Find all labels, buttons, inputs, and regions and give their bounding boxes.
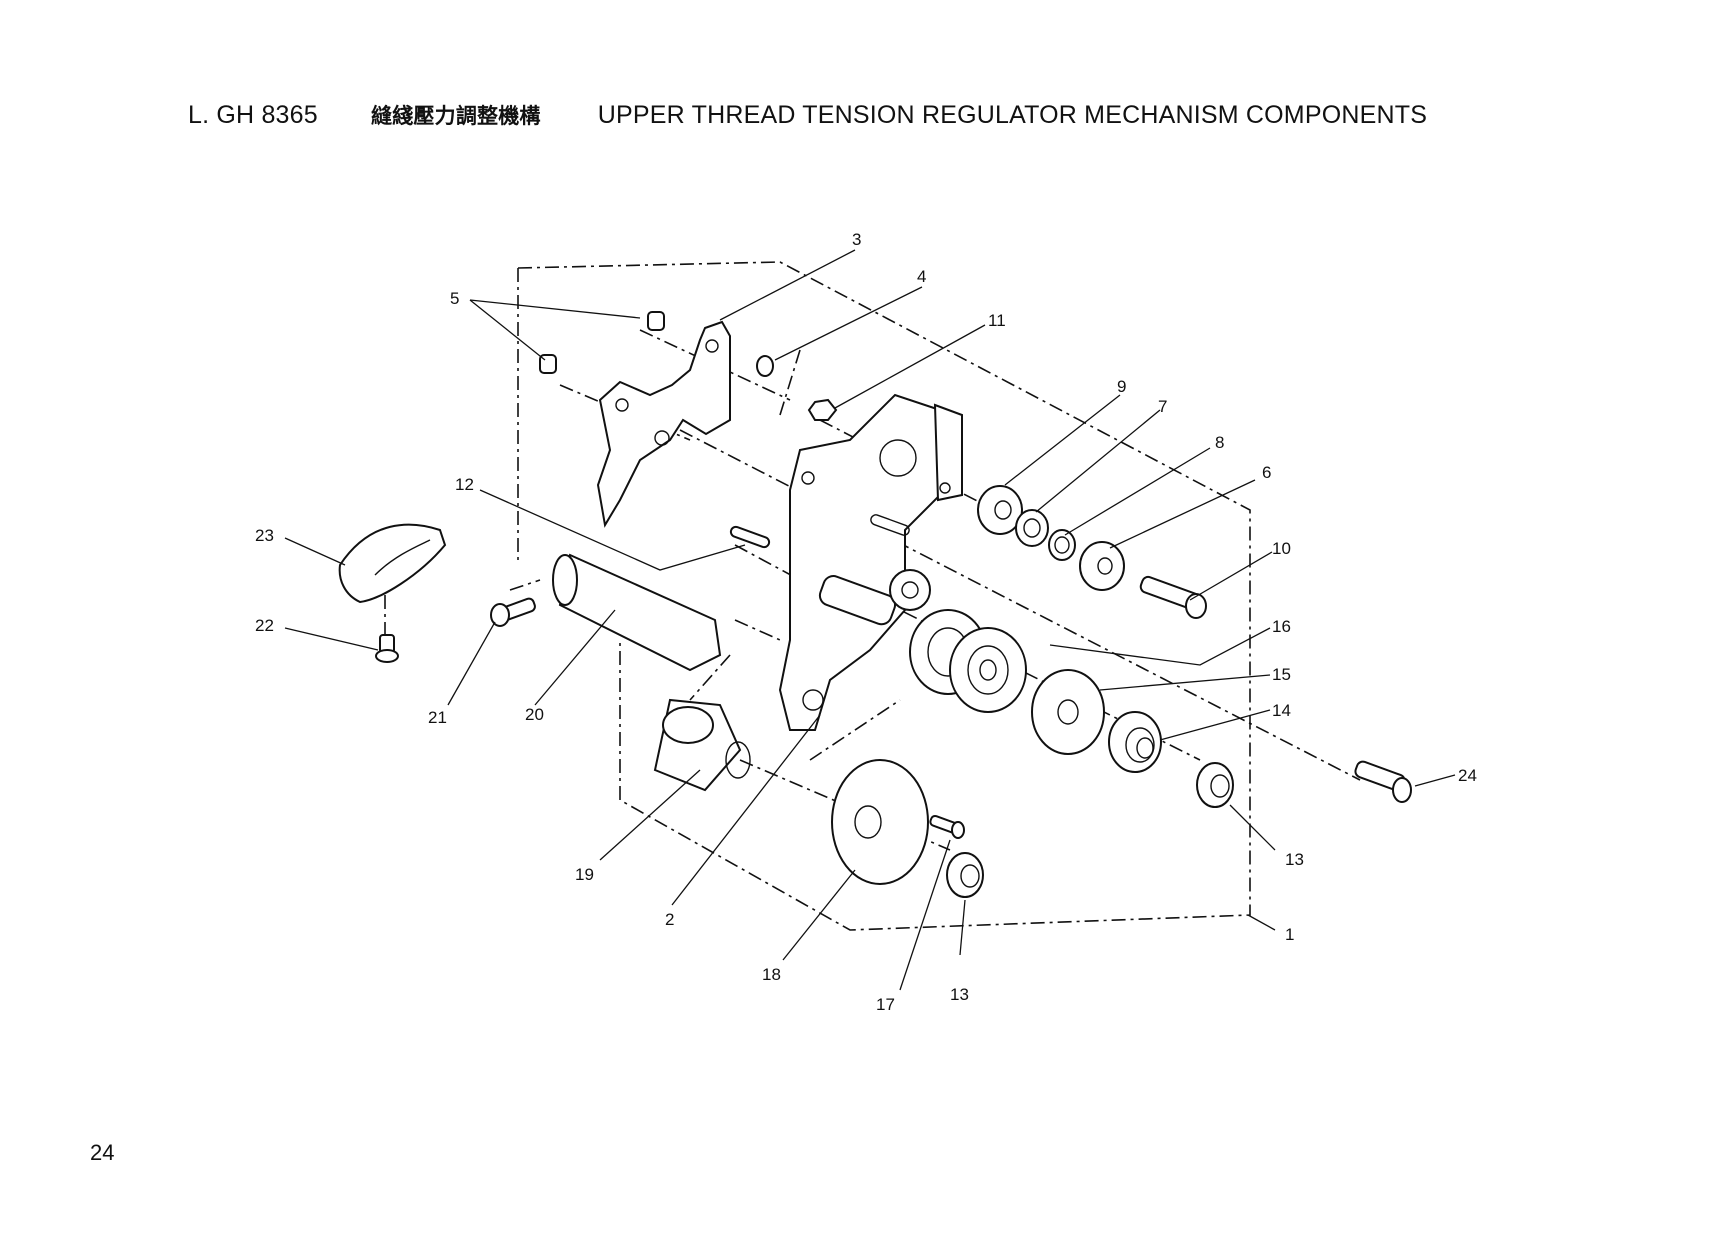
- part-18-plate: [831, 759, 929, 885]
- callout-13-right: 13: [1285, 850, 1304, 869]
- part-14-spring: [1108, 711, 1162, 773]
- callout-3: 3: [852, 230, 861, 249]
- callout-labels: 3 4 5 11 9 7 8 6 10 12 23 22 21 20 16 15…: [255, 230, 1477, 1014]
- part-11-nut: [807, 398, 838, 421]
- callout-19: 19: [575, 865, 594, 884]
- part-3-bracket: [596, 320, 731, 528]
- callout-12: 12: [455, 475, 474, 494]
- assembly-outline: [517, 261, 1251, 931]
- part-23-thread-guide: [338, 523, 447, 604]
- callout-6: 6: [1262, 463, 1271, 482]
- callout-11: 11: [988, 311, 1006, 330]
- callout-5: 5: [450, 289, 459, 308]
- part-17-screw: [929, 814, 965, 839]
- title-english: UPPER THREAD TENSION REGULATOR MECHANISM…: [597, 101, 1428, 129]
- page-number: 24: [90, 1140, 115, 1165]
- part-2-main-plate: [778, 393, 963, 731]
- callout-23: 23: [255, 526, 274, 545]
- callout-17: 17: [876, 995, 895, 1014]
- callout-13-lower: 13: [950, 985, 969, 1004]
- part-13-nut-right: [1196, 762, 1234, 808]
- page-title: L. GH 8365 縫綫壓力調整機構 UPPER THREAD TENSION…: [188, 100, 1427, 130]
- callout-15: 15: [1272, 665, 1291, 684]
- callout-2: 2: [665, 910, 674, 929]
- part-13-nut-lower: [946, 852, 984, 898]
- tension-stud: [818, 569, 931, 626]
- callout-21: 21: [428, 708, 447, 727]
- callout-24: 24: [1458, 766, 1477, 785]
- callout-16: 16: [1272, 617, 1291, 636]
- part-6-washer: [1079, 541, 1125, 591]
- part-24-screw: [1354, 760, 1412, 803]
- part-15-disc: [1031, 669, 1105, 755]
- part-20-shaft: [552, 553, 722, 672]
- callout-9: 9: [1117, 377, 1126, 396]
- part-22-screw: [375, 634, 399, 663]
- title-chinese: 縫綫壓力調整機構: [371, 104, 541, 128]
- part-12-pin: [729, 525, 771, 549]
- part-21-screw: [490, 597, 536, 627]
- callout-20: 20: [525, 705, 544, 724]
- callout-1: 1: [1285, 925, 1294, 944]
- callout-10: 10: [1272, 539, 1291, 558]
- part-16-tension-discs: [909, 609, 1027, 713]
- callout-22: 22: [255, 616, 274, 635]
- callout-14: 14: [1272, 701, 1291, 720]
- part-8-spring: [1048, 529, 1076, 561]
- leader-lines: [284, 249, 1456, 991]
- part-7-spring: [1015, 509, 1049, 547]
- callout-8: 8: [1215, 433, 1224, 452]
- callout-4: 4: [917, 267, 926, 286]
- callout-7: 7: [1158, 397, 1167, 416]
- part-9-washer: [977, 485, 1023, 535]
- part-5-screws: [539, 311, 665, 374]
- part-19-spring: [653, 698, 751, 792]
- model-code: L. GH 8365: [188, 101, 318, 129]
- part-4-pin: [756, 355, 774, 377]
- callout-18: 18: [762, 965, 781, 984]
